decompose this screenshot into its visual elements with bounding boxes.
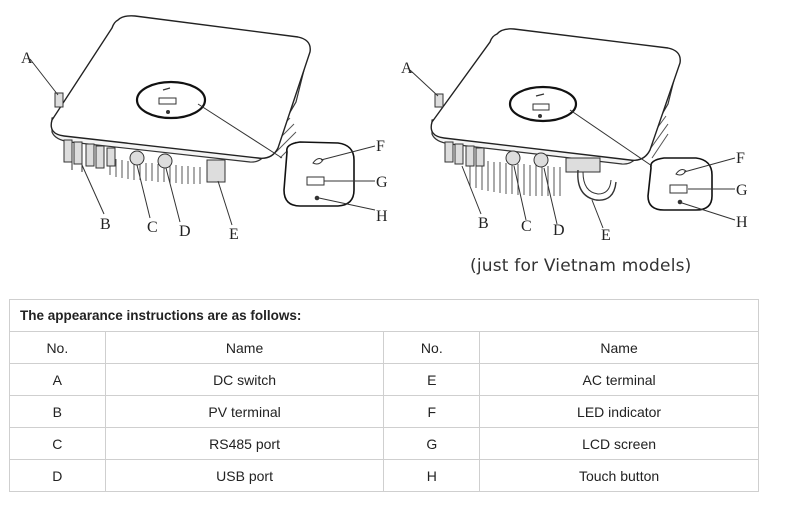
left-label-d: D bbox=[179, 223, 191, 240]
right-label-e: E bbox=[601, 227, 611, 244]
right-label-d: D bbox=[553, 222, 565, 239]
table-cell: DC switch bbox=[104, 363, 385, 396]
vietnam-caption: (just for Vietnam models) bbox=[470, 256, 692, 276]
right-label-c: C bbox=[521, 218, 532, 235]
table-cell: D bbox=[9, 459, 106, 492]
table-row: D USB port H Touch button bbox=[9, 459, 759, 492]
header-name: Name bbox=[104, 331, 385, 364]
table-title-row: The appearance instructions are as follo… bbox=[9, 299, 759, 332]
table-cell: RS485 port bbox=[104, 427, 385, 460]
header-no: No. bbox=[9, 331, 106, 364]
right-label-h: H bbox=[736, 214, 748, 231]
right-label-f: F bbox=[736, 150, 745, 167]
inverter-diagram: A B C D E F G H bbox=[21, 15, 748, 244]
table-title: The appearance instructions are as follo… bbox=[9, 299, 759, 332]
table-cell: USB port bbox=[104, 459, 385, 492]
left-label-h: H bbox=[376, 208, 388, 225]
left-label-g: G bbox=[376, 174, 388, 191]
inverter-standard bbox=[29, 15, 376, 226]
table-row: C RS485 port G LCD screen bbox=[9, 427, 759, 460]
left-label-a: A bbox=[21, 50, 33, 67]
header-no: No. bbox=[383, 331, 481, 364]
table-cell: G bbox=[383, 427, 481, 460]
left-label-f: F bbox=[376, 138, 385, 155]
right-label-g: G bbox=[736, 182, 748, 199]
table-cell: F bbox=[383, 395, 481, 428]
table-cell: Touch button bbox=[479, 459, 759, 492]
left-label-c: C bbox=[147, 219, 158, 236]
table-cell: LCD screen bbox=[479, 427, 759, 460]
right-label-a: A bbox=[401, 60, 413, 77]
inverter-vietnam bbox=[409, 28, 736, 229]
right-callout-labels: A B C D E F G H bbox=[401, 60, 748, 244]
table-cell: C bbox=[9, 427, 106, 460]
table-cell: PV terminal bbox=[104, 395, 385, 428]
left-label-e: E bbox=[229, 226, 239, 243]
table-cell: AC terminal bbox=[479, 363, 759, 396]
table-cell: LED indicator bbox=[479, 395, 759, 428]
right-label-b: B bbox=[478, 215, 489, 232]
table-row: B PV terminal F LED indicator bbox=[9, 395, 759, 428]
left-callout-labels: A B C D E F G H bbox=[21, 50, 388, 243]
header-name: Name bbox=[479, 331, 759, 364]
table-header-row: No. Name No. Name bbox=[9, 331, 759, 364]
table-row: A DC switch E AC terminal bbox=[9, 363, 759, 396]
table-cell: E bbox=[383, 363, 481, 396]
table-cell: A bbox=[9, 363, 106, 396]
table-cell: H bbox=[383, 459, 481, 492]
table-cell: B bbox=[9, 395, 106, 428]
left-label-b: B bbox=[100, 216, 111, 233]
appearance-table: The appearance instructions are as follo… bbox=[9, 299, 759, 492]
